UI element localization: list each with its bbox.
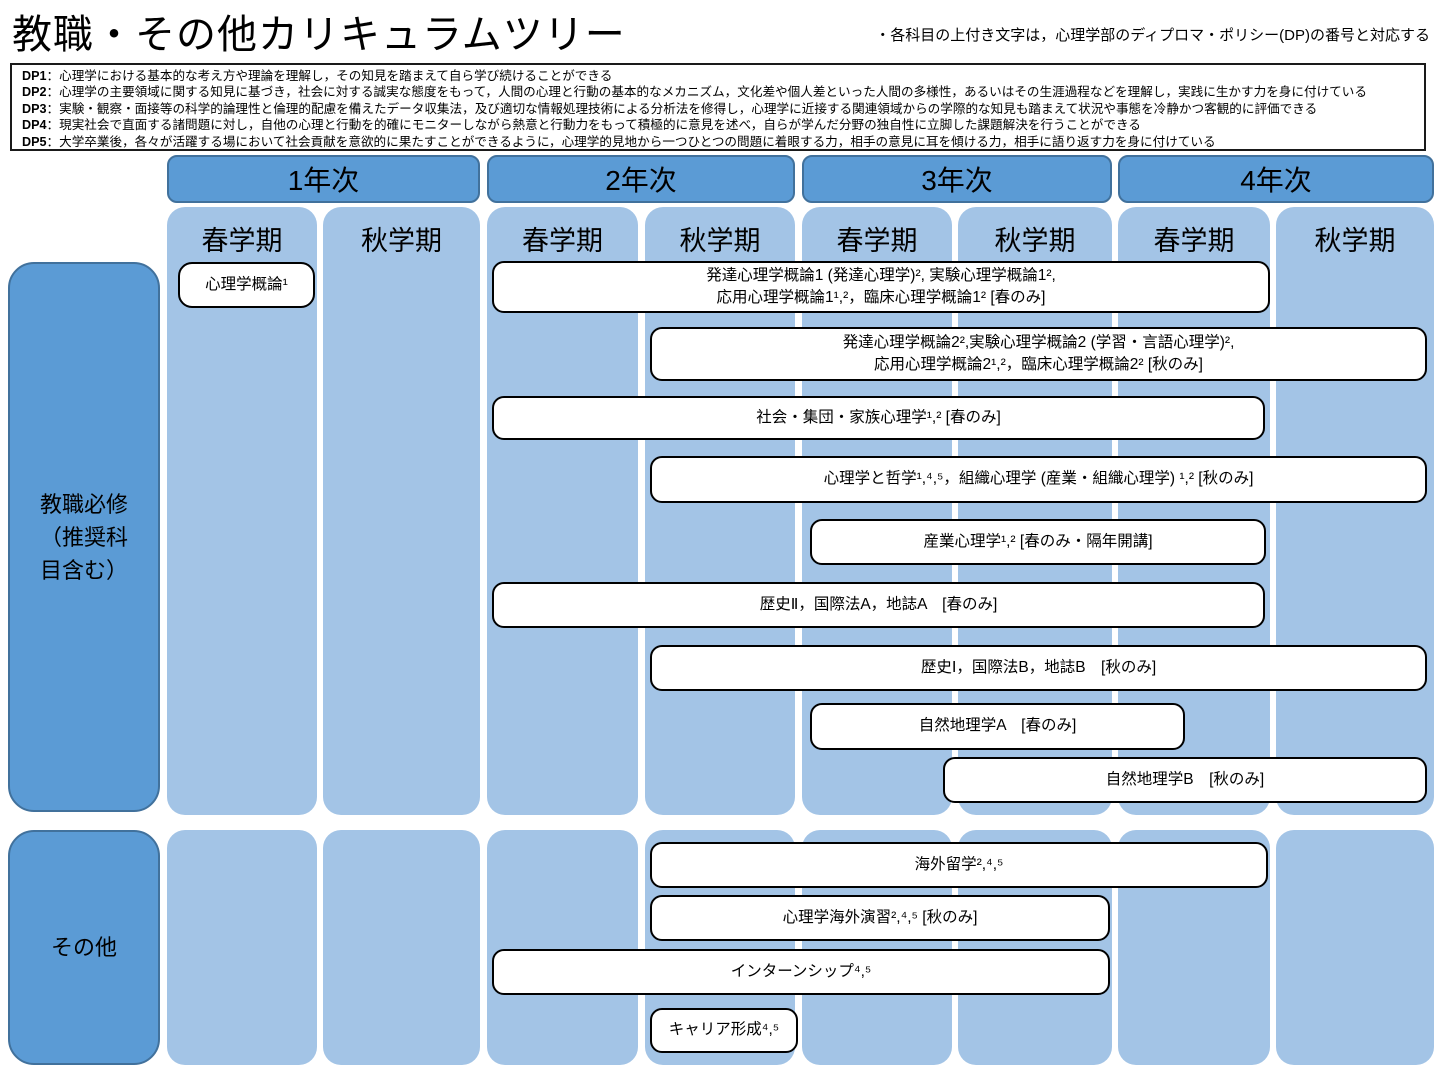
- page-title: 教職・その他カリキュラムツリー: [12, 13, 626, 57]
- dp1-label: DP1: [22, 69, 47, 83]
- semester-label: 秋学期: [994, 226, 1076, 256]
- dp2-label: DP2: [22, 85, 47, 100]
- year-header-3: 3年次: [802, 155, 1112, 203]
- column-other-y1-fall: [323, 830, 480, 1065]
- dp3-label: DP3: [22, 101, 47, 116]
- course-box: 自然地理学A [春のみ]: [810, 703, 1185, 750]
- dp4-line: DP4：現実社会で直面する諸問題に対し，自他の心理と行動を的確にモニターしながら…: [22, 117, 1414, 133]
- semester-label: 春学期: [1153, 226, 1235, 256]
- semester-label: 秋学期: [679, 226, 761, 256]
- semester-label: 秋学期: [1314, 226, 1396, 256]
- dp1-line: DP1：心理学における基本的な考え方や理論を理解し，その知見を踏まえて自ら学び続…: [22, 68, 1414, 84]
- year-header-4: 4年次: [1118, 155, 1434, 203]
- semester-label: 春学期: [836, 226, 918, 256]
- course-box: 社会・集団・家族心理学¹,² [春のみ]: [492, 396, 1265, 440]
- dp5-text: ：大学卒業後，各々が活躍する場において社会貢献を意欲的に果たすことができるように…: [46, 134, 1216, 149]
- dp5-label: DP5: [22, 134, 47, 149]
- category-teaching-required: 教職必修 （推奨科 目含む）: [8, 262, 160, 812]
- dp3-text: ：実験・観察・面接等の科学的論理性と倫理的配慮を備えたデータ収集法，及び適切な情…: [46, 101, 1318, 116]
- dp-policy-box: DP1：心理学における基本的な考え方や理論を理解し，その知見を踏まえて自ら学び続…: [10, 63, 1426, 151]
- column-y1-fall: 秋学期: [323, 207, 480, 815]
- semester-label: 春学期: [201, 226, 283, 256]
- column-other-y2-spring: [487, 830, 638, 1065]
- superscript-note: ・各科目の上付き文字は，心理学部のディプロマ・ポリシー(DP)の番号と対応する: [875, 27, 1430, 44]
- course-box: 心理学と哲学¹,⁴,⁵，組織心理学 (産業・組織心理学) ¹,² [秋のみ]: [650, 456, 1427, 503]
- course-box: 歴史Ⅱ，国際法A，地誌A [春のみ]: [492, 582, 1265, 628]
- column-y1-spring: 春学期: [167, 207, 317, 815]
- dp2-line: DP2：心理学の主要領域に関する知見に基づき，社会に対する誠実な態度をもって，人…: [22, 84, 1414, 100]
- semester-label: 春学期: [522, 226, 603, 256]
- column-y4-fall: 秋学期: [1276, 207, 1434, 815]
- course-box: 発達心理学概論2²,実験心理学概論2 (学習・言語心理学)², 応用心理学概論2…: [650, 327, 1427, 381]
- course-box: 発達心理学概論1 (発達心理学)², 実験心理学概論1², 応用心理学概論1¹,…: [492, 261, 1270, 313]
- course-box: 自然地理学B [秋のみ]: [943, 757, 1427, 803]
- column-other-y4-fall: [1276, 830, 1434, 1065]
- dp3-line: DP3：実験・観察・面接等の科学的論理性と倫理的配慮を備えたデータ収集法，及び適…: [22, 101, 1414, 117]
- course-box: キャリア形成⁴,⁵: [650, 1008, 798, 1053]
- course-box: 歴史Ⅰ，国際法B，地誌B [秋のみ]: [650, 645, 1427, 691]
- course-box: 産業心理学¹,² [春のみ・隔年開講]: [810, 519, 1266, 565]
- dp1-text: ：心理学における基本的な考え方や理論を理解し，その知見を踏まえて自ら学び続けるこ…: [46, 69, 613, 83]
- course-box: 心理学海外演習²,⁴,⁵ [秋のみ]: [650, 895, 1110, 941]
- semester-label: 秋学期: [361, 226, 442, 256]
- dp5-line: DP5：大学卒業後，各々が活躍する場において社会貢献を意欲的に果たすことができる…: [22, 134, 1414, 150]
- course-box: 心理学概論¹: [178, 262, 315, 308]
- year-header-2: 2年次: [487, 155, 795, 203]
- dp4-text: ：現実社会で直面する諸問題に対し，自他の心理と行動を的確にモニターしながら熱意と…: [46, 118, 1141, 133]
- column-other-y1-spring: [167, 830, 317, 1065]
- course-box: 海外留学²,⁴,⁵: [650, 842, 1268, 888]
- course-box: インターンシップ⁴,⁵: [492, 949, 1110, 995]
- dp2-text: ：心理学の主要領域に関する知見に基づき，社会に対する誠実な態度をもって，人間の心…: [46, 85, 1367, 100]
- year-header-1: 1年次: [167, 155, 480, 203]
- category-other: その他: [8, 830, 160, 1065]
- dp4-label: DP4: [22, 118, 47, 133]
